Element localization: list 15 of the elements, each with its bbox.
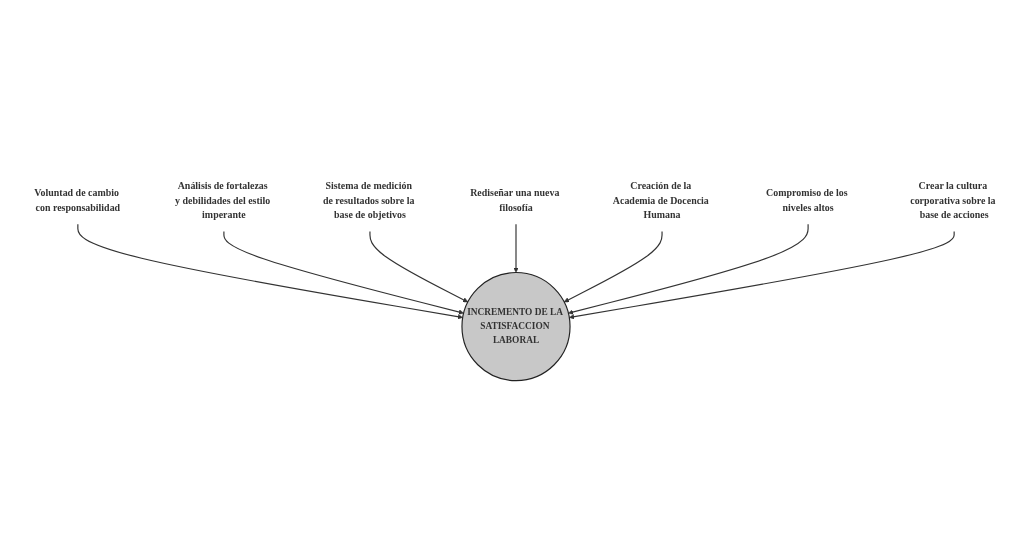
arrow: [369, 231, 469, 303]
node-text: Creación de la Academia de Docencia Humana: [612, 179, 709, 221]
node-text: Análisis de fortalezas y debilidades del estilo imperante: [175, 179, 271, 221]
node-text: Compromiso de los niveles altos: [766, 187, 848, 214]
arrow: [568, 223, 809, 315]
node-text: Sistema de medición de resultados sobre la base de objetivos: [322, 179, 415, 221]
node-text: Voluntad de cambio con responsabilidad: [34, 187, 121, 214]
arrow: [563, 231, 663, 303]
node-text: Rediseñar una nueva filosofía: [470, 187, 560, 214]
node-circle: INCREMENTO DE LA SATISFACCION LABORAL: [461, 271, 571, 382]
arrow: [223, 231, 464, 315]
arrow: [513, 223, 519, 273]
arrow: [569, 231, 955, 320]
arrow: [77, 223, 463, 320]
node-text: Crear la cultura corporativa sobre la base de acciones: [910, 179, 996, 221]
